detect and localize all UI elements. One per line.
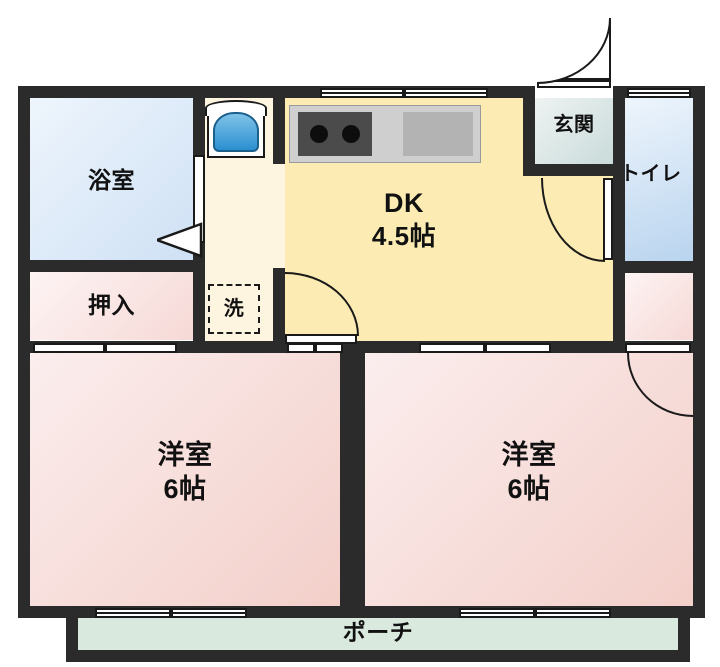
label-bedroom-left-name: 洋室: [157, 440, 213, 470]
burner-right-icon: [342, 125, 360, 143]
genkan-door-swing-arc: [537, 20, 611, 82]
wall-genkan-right: [613, 86, 625, 176]
wash-basin-arc: [205, 100, 267, 116]
wall-genkan-bottom: [523, 164, 625, 176]
wash-basin-bowl-icon: [213, 112, 259, 152]
wall-porch-right: [678, 606, 690, 662]
wall-hall-bottom: [193, 341, 285, 353]
kitchen-sink-icon: [403, 112, 473, 156]
label-dk-size: 4.5帖: [371, 221, 437, 251]
washer-space: 洗: [208, 284, 260, 334]
wall-toilet-bottom: [613, 261, 705, 273]
room-bedroom-left-fill: [30, 353, 340, 606]
wall-genkan-left: [523, 86, 535, 176]
bedroom-right-door-leaf[interactable]: [625, 343, 691, 353]
wall-hall-dk-upper: [273, 86, 285, 164]
label-dk-name: DK: [384, 188, 424, 218]
window-bedroom-left-a[interactable]: [95, 608, 171, 618]
window-bedroom-left-b[interactable]: [171, 608, 247, 618]
room-closet-right-fill: [625, 272, 693, 340]
burner-left-icon: [310, 125, 328, 143]
bath-folding-door-icon: [157, 222, 203, 258]
room-toilet-fill: [625, 98, 693, 261]
label-genkan: 玄関: [553, 114, 595, 136]
wall-closet-right-left: [613, 261, 625, 353]
window-bedroom-right-b[interactable]: [535, 608, 611, 618]
wall-bath-bottom: [18, 260, 205, 272]
wall-bedroom-divider: [340, 341, 365, 618]
bedroom-left-north-door-b[interactable]: [315, 343, 343, 353]
room-genkan-fill: [535, 98, 613, 165]
window-bedroom-right-a[interactable]: [459, 608, 535, 618]
label-porch: ポーチ: [342, 619, 414, 645]
label-closet-left: 押入: [88, 292, 135, 318]
label-toilet: トイレ: [620, 163, 682, 185]
wall-right-outer: [693, 86, 705, 618]
wall-porch-bottom: [66, 650, 690, 662]
window-kitchen-left: [320, 88, 404, 98]
bedroom-right-north-door-a[interactable]: [419, 343, 485, 353]
closet-left-door-a[interactable]: [33, 343, 105, 353]
wall-hall-dk-lower: [273, 268, 285, 353]
room-bath-fill: [30, 98, 193, 260]
window-toilet: [627, 88, 691, 98]
label-bedroom-right-name: 洋室: [501, 440, 557, 470]
label-bath: 浴室: [88, 167, 135, 193]
room-porch-fill: [78, 617, 678, 650]
wall-closet-left-right: [193, 260, 205, 353]
room-bedroom-right-fill: [365, 353, 693, 606]
label-bedroom-right-size: 6帖: [507, 474, 551, 504]
bedroom-left-north-door-a[interactable]: [287, 343, 315, 353]
washer-label: 洗: [223, 297, 245, 320]
label-bedroom-left-size: 6帖: [163, 474, 207, 504]
closet-left-door-b[interactable]: [105, 343, 177, 353]
wall-porch-left: [66, 606, 78, 662]
bedroom-right-north-door-b[interactable]: [485, 343, 551, 353]
wall-toilet-left: [613, 164, 625, 261]
room-closet-left-fill: [30, 272, 193, 340]
window-kitchen-right: [404, 88, 488, 98]
